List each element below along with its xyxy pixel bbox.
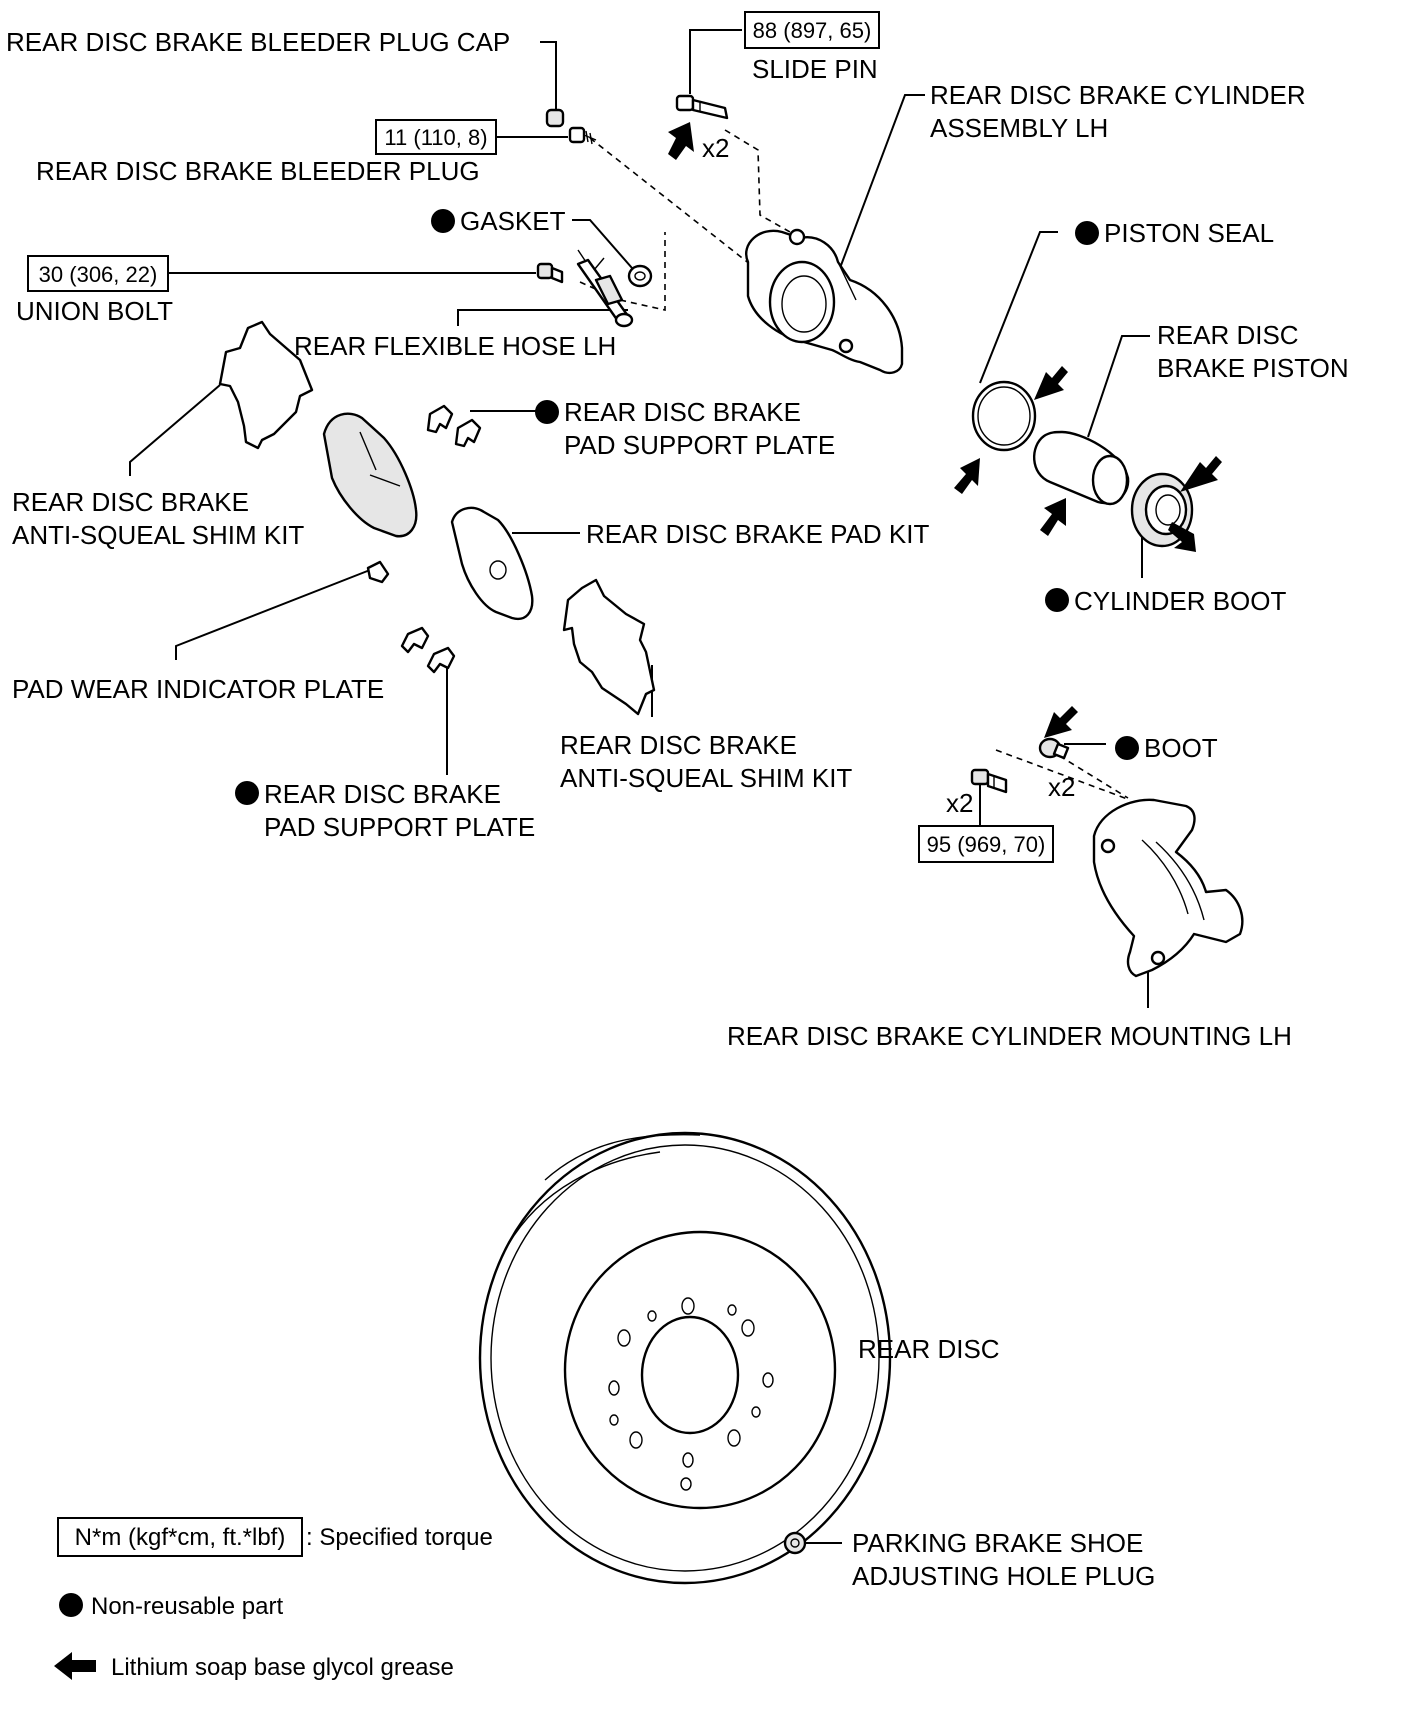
bleeder-plug-part [568,126,597,145]
parking-plug-part [783,1531,807,1555]
label-support-plate-lower-1: REAR DISC BRAKE [264,779,501,809]
label-cylinder-boot: CYLINDER BOOT [1074,586,1286,616]
filled-circle-icon [1115,736,1139,760]
label-boot: BOOT [1144,733,1218,763]
cylinder-assembly-part [745,228,904,375]
label-bleeder-plug-cap: REAR DISC BRAKE BLEEDER PLUG CAP [6,27,510,57]
torque-box-union-bolt: 30 (306, 22) [27,255,169,292]
label-flexible-hose: REAR FLEXIBLE HOSE LH [294,331,616,361]
grease-arrow-icon [668,122,694,160]
grease-arrow-icon [1044,706,1078,738]
legend-torque-text: : Specified torque [306,1524,493,1551]
leader-lines [129,29,1150,1544]
label-parking-plug-1: PARKING BRAKE SHOE [852,1528,1143,1558]
label-support-plate-lower-2: PAD SUPPORT PLATE [264,812,535,842]
label-rear-disc: REAR DISC [858,1334,1000,1364]
filled-circle-icon [59,1593,83,1617]
boot-part [1038,737,1070,760]
legend: N*m (kgf*cm, ft.*lbf) : Specified torque… [54,1517,493,1681]
gasket-part [627,264,653,288]
legend-grease: Lithium soap base glycol grease [111,1654,454,1681]
torque-slide-pin: 88 (897, 65) [753,18,872,43]
torque-union-bolt: 30 (306, 22) [39,262,158,287]
filled-circle-icon [1045,588,1069,612]
cylinder-mounting-part [1092,798,1244,978]
piston-part [1032,430,1130,506]
label-shim-kit-left-2: ANTI-SQUEAL SHIM KIT [12,520,304,550]
union-bolt-part [536,262,564,284]
label-pad-wear-indicator: PAD WEAR INDICATOR PLATE [12,674,384,704]
label-piston-2: BRAKE PISTON [1157,353,1349,383]
torque-bleeder-plug: 11 (110, 8) [384,125,487,150]
label-gasket: GASKET [460,206,566,236]
filled-circle-icon [1075,221,1099,245]
rear-disc-part [478,1131,892,1585]
filled-circle-icon [431,209,455,233]
slide-pin-part [675,94,729,120]
label-piston-1: REAR DISC [1157,320,1299,350]
label-shim-kit-left-1: REAR DISC BRAKE [12,487,249,517]
bleeder-plug-cap-part [545,108,565,128]
label-shim-kit-right-2: ANTI-SQUEAL SHIM KIT [560,763,852,793]
flexible-hose-part [576,249,634,328]
mounting-bolt-part [970,768,1008,794]
qty-boot: x2 [1048,772,1075,802]
label-shim-kit-right-1: REAR DISC BRAKE [560,730,797,760]
label-pad-kit: REAR DISC BRAKE PAD KIT [586,519,929,549]
pad-wear-indicator-part [366,560,390,584]
label-slide-pin: SLIDE PIN [752,54,878,84]
torque-box-slide-pin: 88 (897, 65) [744,11,880,49]
support-plate-lower-part [400,626,456,674]
torque-mounting-bolt: 95 (969, 70) [927,832,1046,857]
brake-pad-left-part [322,412,418,538]
label-cylinder-assembly-2: ASSEMBLY LH [930,113,1108,143]
legend-torque-box [57,1517,303,1557]
label-support-plate-upper-1: REAR DISC BRAKE [564,397,801,427]
label-parking-plug-2: ADJUSTING HOLE PLUG [852,1561,1155,1591]
shim-kit-right-part [562,578,656,716]
label-support-plate-upper-2: PAD SUPPORT PLATE [564,430,835,460]
torque-box-bleeder-plug: 11 (110, 8) [375,119,497,155]
piston-seal-part [971,380,1037,452]
grease-arrow-icon [54,1652,96,1680]
support-plate-upper-part [426,404,482,448]
qty-slide-pin: x2 [702,133,729,163]
qty-mounting-bolt: x2 [946,788,973,818]
brake-pad-kit-part [450,506,534,621]
label-piston-seal: PISTON SEAL [1104,218,1274,248]
label-cylinder-mounting: REAR DISC BRAKE CYLINDER MOUNTING LH [727,1021,1292,1051]
filled-circle-icon [235,781,259,805]
label-bleeder-plug: REAR DISC BRAKE BLEEDER PLUG [36,156,480,186]
legend-torque-box-text: N*m (kgf*cm, ft.*lbf) [75,1524,286,1551]
filled-circle-icon [535,400,559,424]
shim-kit-left-part [218,320,314,450]
label-cylinder-assembly-1: REAR DISC BRAKE CYLINDER [930,80,1306,110]
torque-box-mounting-bolt: 95 (969, 70) [918,825,1054,863]
grease-arrow-icon [954,366,1222,552]
legend-non-reusable: Non-reusable part [91,1593,283,1620]
label-union-bolt: UNION BOLT [16,296,173,326]
